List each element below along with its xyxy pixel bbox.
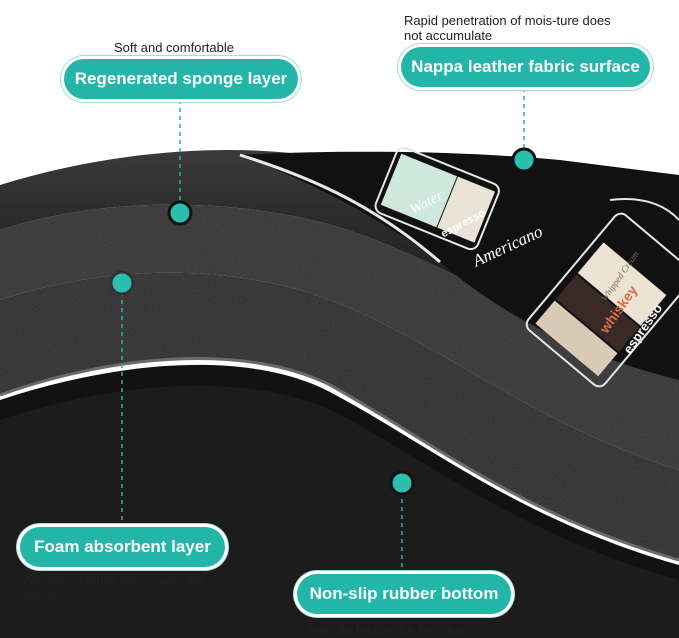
marker-dot-foam	[109, 270, 135, 296]
nappa-caption-line1: Rapid penetration of mois-ture does	[404, 13, 611, 28]
foam-caption-line1: Absorb instantly and evaporate	[24, 572, 204, 587]
rubber-bottom-label: Non-slip rubber bottom	[297, 574, 511, 614]
cup-print-whiskey	[525, 212, 679, 388]
cup-print-water	[374, 146, 500, 251]
rubber-texture	[0, 385, 679, 638]
foam-layer-label: Foam absorbent layer	[20, 527, 225, 567]
nappa-surface-label: Nappa leather fabric surface	[401, 47, 650, 87]
sponge-caption: Soft and comfortable	[114, 40, 234, 55]
grey-edge-line	[0, 357, 679, 562]
marker-dot-nappa	[511, 147, 537, 173]
foam-caption-line2: quickly	[24, 587, 64, 602]
rubber-caption: Anti-slip texture for firm grip	[306, 622, 465, 637]
marker-dot-sponge	[167, 200, 193, 226]
nappa-caption-line2: not accumulate	[404, 28, 493, 43]
marker-dot-rubber	[389, 470, 415, 496]
sponge-layer-label: Regenerated sponge layer	[64, 59, 298, 99]
